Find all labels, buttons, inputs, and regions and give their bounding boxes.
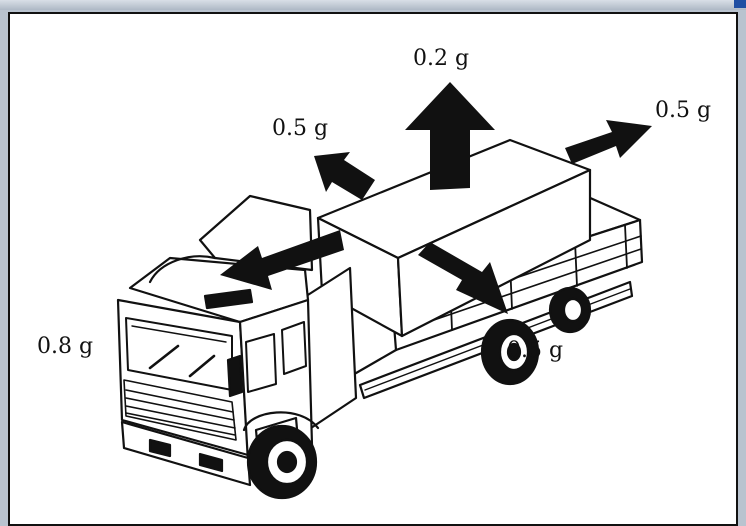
label-side-acceleration: 0.5 g (507, 340, 563, 362)
label-rear-right-acceleration: 0.5 g (655, 100, 711, 122)
label-up-acceleration: 0.2 g (413, 48, 469, 70)
arrow-rear-left (314, 152, 375, 200)
arrow-rear-right (565, 120, 652, 164)
label-forward-acceleration: 0.8 g (37, 336, 93, 358)
label-rear-left-acceleration: 0.5 g (272, 118, 328, 140)
cab-side-window (246, 334, 276, 392)
